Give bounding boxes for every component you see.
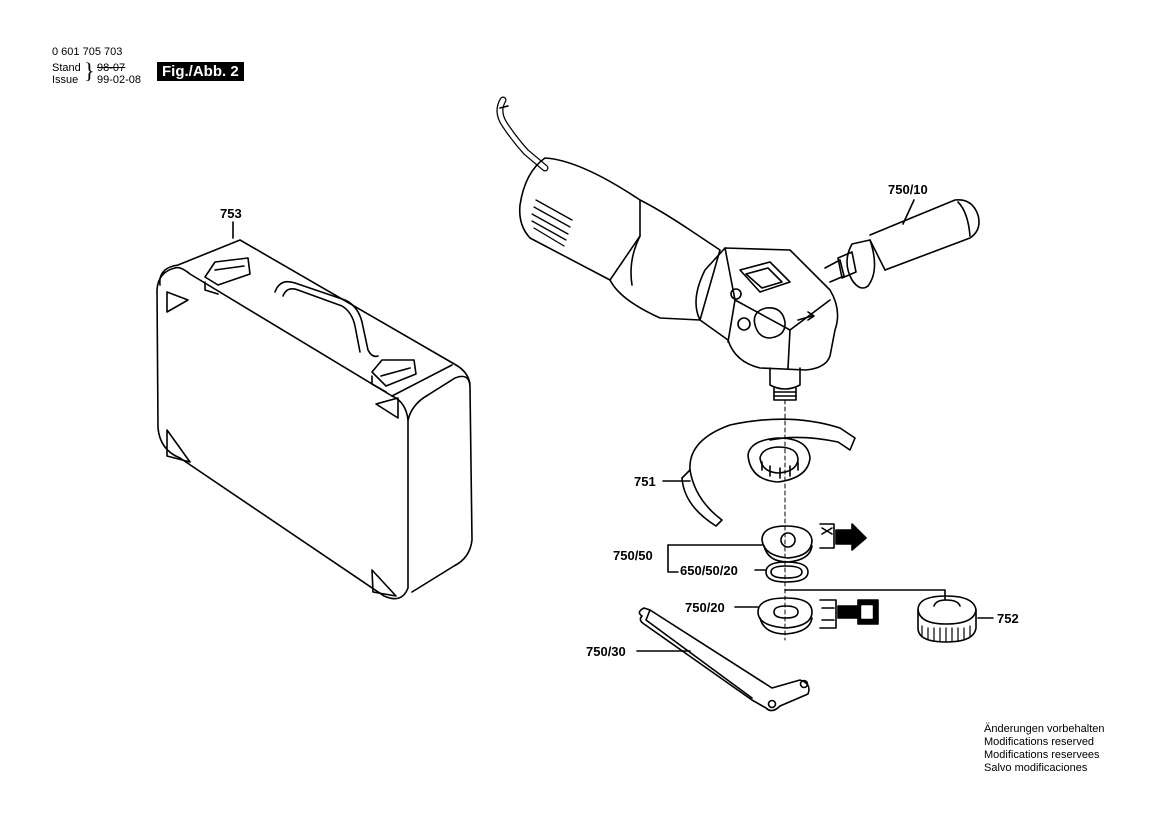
callout-aux-handle: 750/10 bbox=[888, 182, 928, 197]
note-line: Modifications reserved bbox=[984, 736, 1095, 748]
issue-date: 99-02-08 bbox=[97, 74, 142, 86]
angle-grinder-drawing bbox=[496, 96, 839, 401]
quick-clamping-nut-drawing bbox=[917, 595, 994, 643]
o-ring-drawing bbox=[754, 561, 809, 583]
issue-label: Issue bbox=[52, 74, 79, 86]
clamping-nut-drawing bbox=[734, 597, 879, 635]
mounting-flange-drawing bbox=[761, 523, 867, 563]
callout-flange-group: 750/50 bbox=[613, 548, 653, 563]
figure-label: Fig./Abb. 2 bbox=[157, 62, 244, 81]
callout-o-ring: 650/50/20 bbox=[680, 563, 738, 578]
auxiliary-handle-drawing bbox=[824, 198, 980, 289]
stand-label: Stand bbox=[52, 62, 81, 74]
carrying-case-drawing bbox=[156, 221, 473, 600]
wheel-guard-drawing bbox=[662, 418, 856, 527]
old-date: 98-07 bbox=[97, 62, 126, 74]
callout-guard: 751 bbox=[634, 474, 656, 489]
callout-quick-nut: 752 bbox=[997, 611, 1019, 626]
brace-icon: } bbox=[84, 58, 95, 83]
callout-spanner: 750/30 bbox=[586, 644, 626, 659]
note-line: Salvo modificaciones bbox=[984, 762, 1088, 774]
callout-case: 753 bbox=[220, 206, 242, 221]
pin-spanner-drawing bbox=[636, 607, 810, 712]
part-number: 0 601 705 703 bbox=[52, 46, 123, 58]
note-line: Änderungen vorbehalten bbox=[984, 723, 1105, 735]
note-line: Modifications reservees bbox=[984, 749, 1100, 761]
callout-clamping-nut: 750/20 bbox=[685, 600, 725, 615]
modification-notes: Änderungen vorbehalten Modifications res… bbox=[984, 723, 1104, 775]
